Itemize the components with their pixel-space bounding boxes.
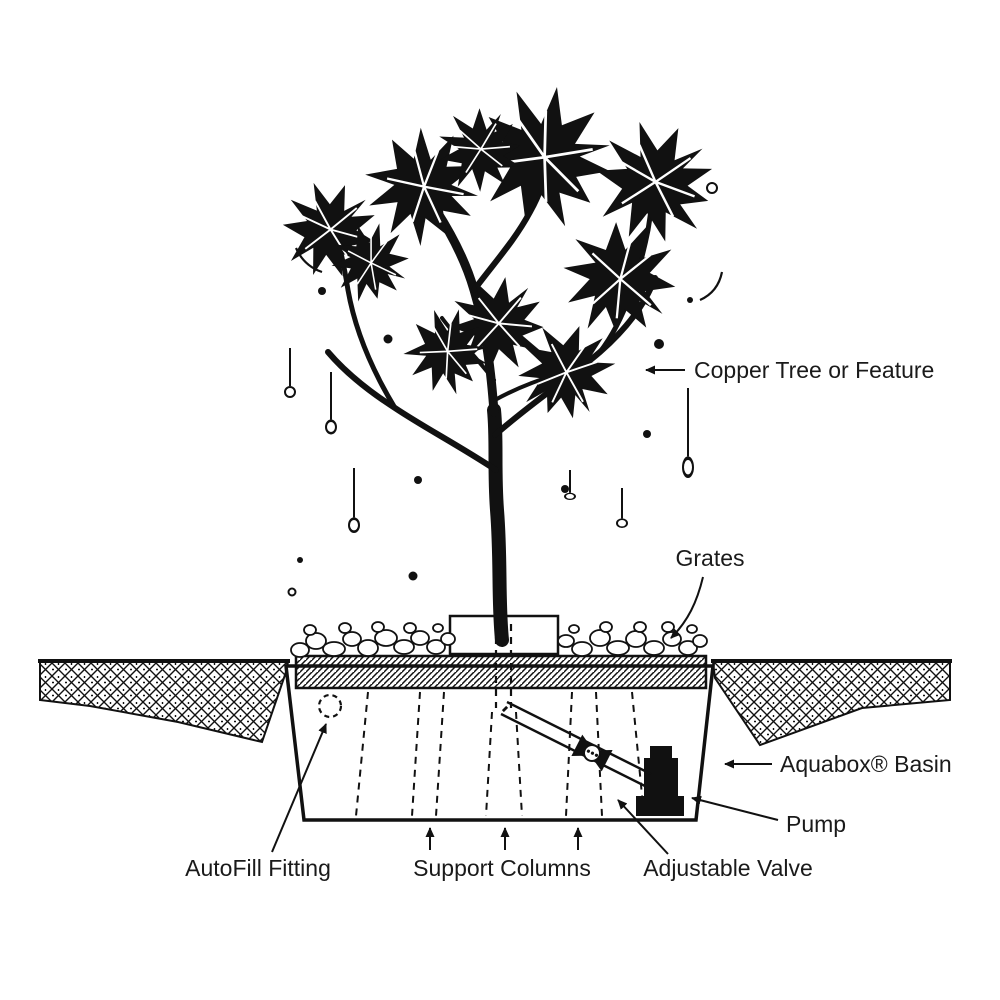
pebbles (290, 621, 708, 658)
support-columns (355, 691, 645, 817)
callout-arrows (271, 365, 779, 855)
labels: Copper Tree or Feature Grates Aquabox® B… (185, 357, 952, 881)
label-autofill-fitting: AutoFill Fitting (185, 855, 331, 881)
label-aquabox-basin: Aquabox® Basin (780, 751, 952, 777)
arrow-pump (691, 795, 779, 821)
tree-canopy (267, 73, 729, 428)
arrow-adjustable-valve (617, 799, 669, 855)
label-adjustable-valve: Adjustable Valve (643, 855, 813, 881)
autofill-fitting (317, 693, 343, 719)
grate (294, 654, 708, 690)
copper-tree (267, 73, 729, 647)
pump (636, 746, 684, 816)
arrow-grates (670, 576, 704, 639)
water-drops (284, 182, 724, 597)
adjustable-valve (500, 700, 652, 788)
soil-right (711, 659, 952, 747)
soil-left (38, 659, 290, 744)
label-copper-tree: Copper Tree or Feature (694, 357, 934, 383)
label-grates: Grates (675, 545, 744, 571)
label-support-columns: Support Columns (413, 855, 591, 881)
arrow-autofill-fitting (271, 723, 327, 853)
label-pump: Pump (786, 811, 846, 837)
